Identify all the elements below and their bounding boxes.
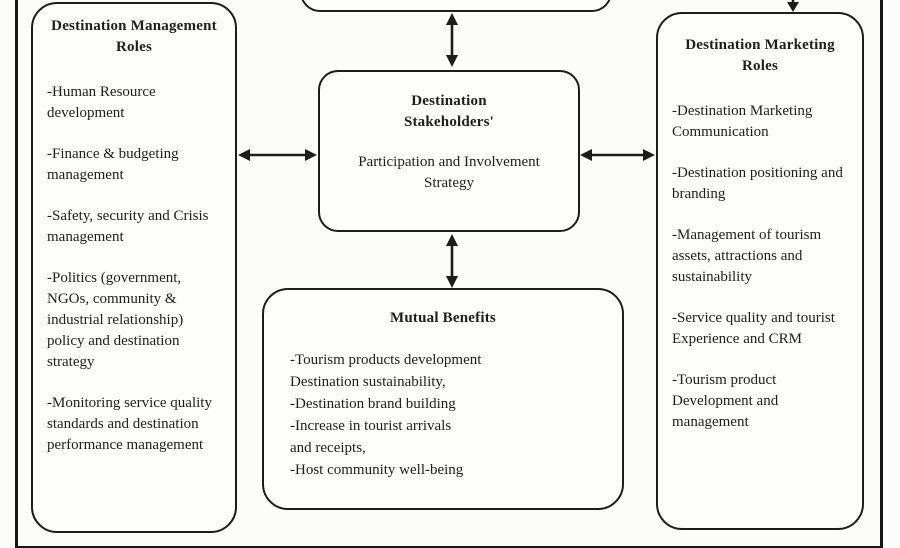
destination-marketing-roles-box: Destination Marketing Roles -Destination… [656,12,864,530]
stakeholders-subtitle: Participation and Involvement Strategy [358,154,540,191]
destination-stakeholders-box: Destination Stakeholders' Participation … [318,70,580,232]
management-item-safety: -Safety, security and Crisis management [47,208,209,245]
benefit-line-sustainability: Destination sustainability, [290,374,446,390]
mutual-benefits-box: Mutual Benefits -Tourism products develo… [262,288,624,510]
management-item-human-resource: -Human Resource development [47,84,156,121]
figure-frame [15,0,883,548]
management-item-politics: -Politics (government, NGOs, community &… [47,270,184,370]
stakeholders-title-line2: Stakeholders' [403,114,495,130]
benefit-line-brand-building: -Destination brand building [290,396,456,412]
marketing-item-assets: -Management of tourism assets, attractio… [672,227,822,285]
top-box-partial [300,0,612,12]
benefit-line-tourism-products: -Tourism products development [290,352,482,368]
management-item-monitoring: -Monitoring service quality standards an… [47,395,212,453]
marketing-item-product-development: -Tourism product Development and managem… [672,372,779,430]
destination-management-roles-title: Destination Management Roles [51,18,217,55]
benefit-line-community-wellbeing: -Host community well-being [290,462,464,478]
destination-marketing-roles-title: Destination Marketing Roles [685,37,835,74]
benefit-line-tourist-arrivals: -Increase in tourist arrivals [290,418,452,434]
marketing-item-service-quality: -Service quality and tourist Experience … [672,310,835,347]
marketing-item-communication: -Destination Marketing Communication [672,103,813,140]
destination-management-roles-box: Destination Management Roles -Human Reso… [31,2,237,533]
stakeholders-title-line1: Destination [411,93,487,109]
management-item-finance: -Finance & budgeting management [47,146,179,183]
benefit-line-receipts: and receipts, [290,440,366,456]
marketing-item-positioning: -Destination positioning and branding [672,165,843,202]
mutual-benefits-title: Mutual Benefits [390,310,496,326]
